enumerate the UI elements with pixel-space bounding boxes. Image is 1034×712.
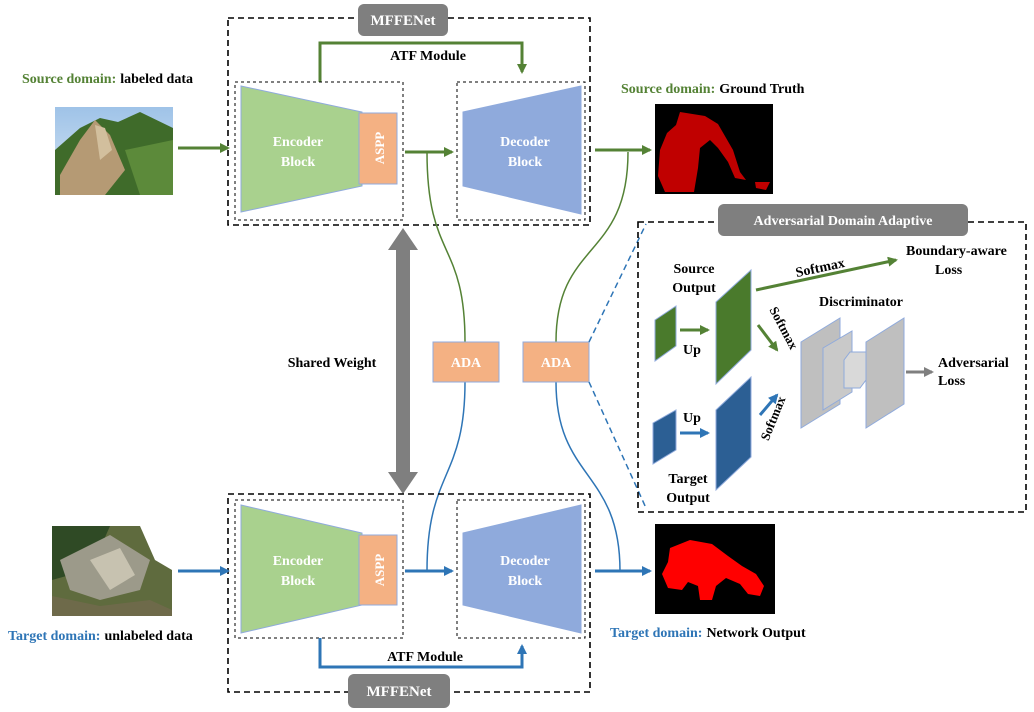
top-mffenet-label: MFFENet [371, 13, 436, 29]
bottom-decoder-block [462, 504, 582, 634]
source-domain-label: Source domain:labeled data [22, 72, 193, 87]
bottom-mffenet-badge [348, 674, 450, 708]
network-output-mask [655, 524, 775, 614]
top-mffenet-badge [358, 4, 448, 36]
ada-right-top-curve [555, 151, 629, 343]
shared-weight-label: Shared Weight [288, 356, 377, 371]
adversarial-loss-line1: Adversarial [938, 356, 1009, 371]
source-large-map [715, 268, 752, 386]
bottom-decoder-line1: Decoder [500, 554, 550, 569]
top-encoder-line1: Encoder [273, 135, 324, 150]
softmax-arrow-mid [756, 324, 779, 352]
source-image [55, 107, 173, 195]
ada-right-box [522, 341, 590, 383]
softmax-arrow-low [758, 393, 779, 416]
bottom-atf-arrow [318, 638, 527, 669]
source-small-map [654, 305, 677, 362]
target-large-map [715, 375, 752, 492]
top-encoder-block [240, 85, 363, 213]
source-output-line1: Source [674, 262, 715, 277]
top-decoder-block [462, 85, 582, 215]
target-domain-label: Target domain:unlabeled data [8, 629, 193, 644]
top-atf-arrow [318, 41, 527, 82]
adversarial-badge [718, 204, 968, 236]
bottom-decoder-frame [456, 499, 586, 639]
up-label-top: Up [683, 343, 701, 358]
bottom-encoder-line2: Block [281, 574, 315, 589]
ada-left-label: ADA [451, 356, 482, 371]
target-small-map [652, 409, 677, 465]
boundary-arrow [755, 256, 898, 292]
bottom-atf-label: ATF Module [387, 650, 463, 665]
softmax-low-label: Softmax [757, 394, 788, 443]
network-output-label: Target domain:Network Output [610, 626, 806, 641]
bottom-decoder-line2: Block [508, 574, 542, 589]
top-encoder-line2: Block [281, 155, 315, 170]
top-decoder-line1: Decoder [500, 135, 550, 150]
source-output-line2: Output [672, 281, 716, 296]
ground-truth-mask [655, 104, 773, 194]
bottom-aspp-label: ASPP [372, 554, 387, 587]
shared-weight-arrow [388, 228, 418, 494]
discriminator-block [800, 317, 905, 429]
zoom-line-top [588, 223, 647, 343]
target-output-line1: Target [668, 472, 707, 487]
top-mffenet-group: MFFENet ATF Module Encoder Block ASPP De… [227, 4, 591, 226]
boundary-line1: Boundary-aware [906, 244, 1007, 259]
top-encoder-frame [234, 81, 404, 221]
adversarial-loss-line2: Loss [938, 374, 966, 389]
ada-left-top-curve [426, 151, 466, 343]
top-aspp-block [358, 112, 398, 185]
top-decoder-line2: Block [508, 155, 542, 170]
bottom-mffenet-label: MFFENet [367, 684, 432, 700]
boundary-line2: Loss [935, 263, 963, 278]
bottom-encoder-block [240, 504, 363, 634]
adversarial-panel: Adversarial Domain Adaptive Source Outpu… [637, 204, 1027, 513]
top-decoder-frame [456, 81, 586, 221]
zoom-line-bottom [588, 381, 647, 509]
bottom-mffenet-group: Encoder Block ASPP Decoder Block ATF Mod… [227, 493, 591, 708]
adversarial-title: Adversarial Domain Adaptive [754, 214, 933, 229]
bottom-aspp-block [358, 534, 398, 606]
top-aspp-label: ASPP [372, 132, 387, 165]
top-atf-label: ATF Module [390, 49, 466, 64]
up-label-bottom: Up [683, 411, 701, 426]
target-output-line2: Output [666, 491, 710, 506]
ground-truth-label: Source domain:Ground Truth [621, 82, 805, 97]
discriminator-label: Discriminator [819, 295, 903, 310]
target-image [52, 526, 172, 616]
ada-left-bottom-curve [426, 381, 466, 572]
bottom-encoder-line1: Encoder [273, 554, 324, 569]
ada-right-bottom-curve [555, 381, 621, 572]
ada-right-label: ADA [541, 356, 572, 371]
ada-left-box [432, 341, 500, 383]
